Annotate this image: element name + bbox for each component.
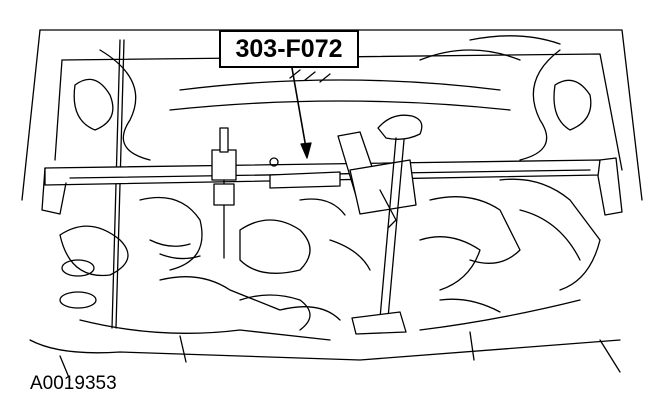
engine-support-bar [41, 127, 623, 259]
tool-callout-label: 303-F072 [219, 30, 359, 68]
t-handle-screw [351, 114, 423, 335]
engine-components [59, 178, 601, 341]
figure-id: A0019353 [30, 373, 117, 394]
callout-leader [291, 67, 312, 159]
front-end [29, 331, 621, 381]
hood-frame [73, 35, 592, 131]
